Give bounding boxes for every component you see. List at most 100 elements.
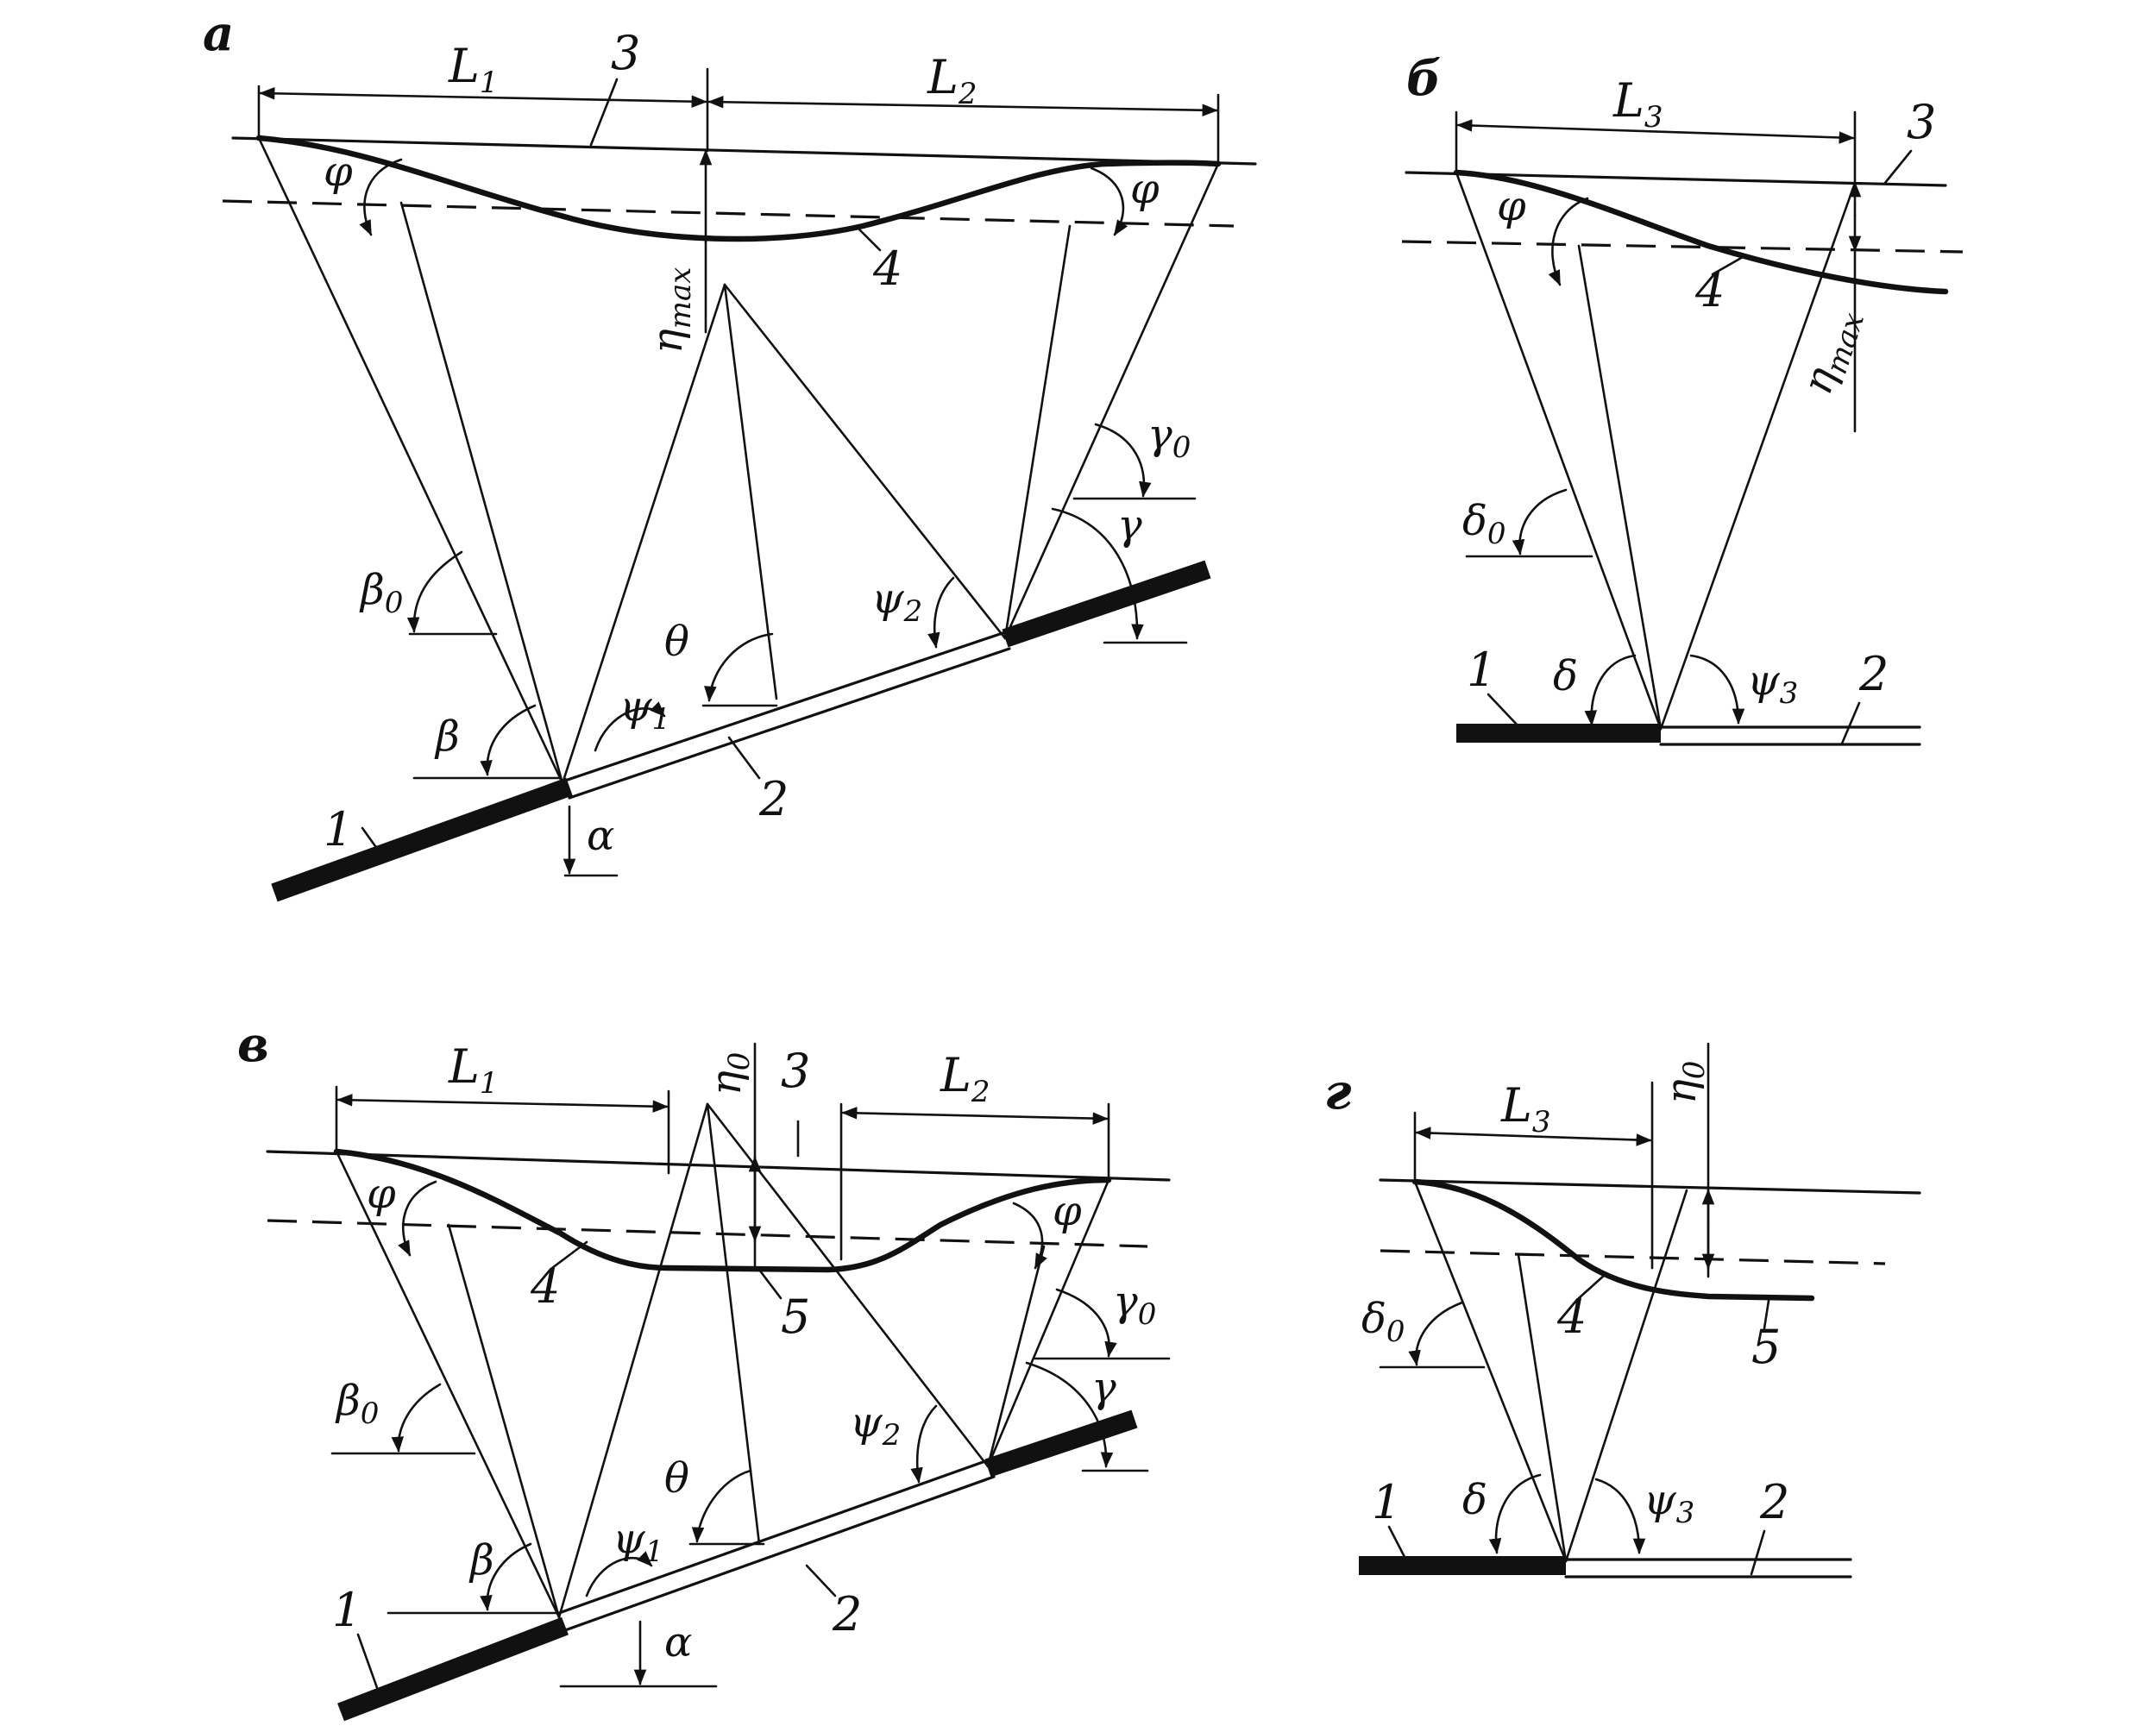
label-3: 3 — [1907, 95, 1936, 149]
label-eta-max: ηmax — [1793, 303, 1871, 402]
label-1: 1 — [1467, 643, 1496, 697]
label-2: 2 — [758, 772, 789, 826]
leader-3 — [589, 78, 619, 147]
ray-beta0 — [257, 136, 564, 785]
ray-delta0 — [1413, 1180, 1568, 1563]
label-beta: β — [468, 1536, 494, 1585]
panel-v-letter: в — [237, 1016, 269, 1073]
ray-beta0 — [335, 1150, 561, 1619]
label-theta: θ — [664, 618, 689, 666]
label-3: 3 — [781, 1044, 810, 1098]
bottom-segment-2-upper — [563, 631, 1007, 782]
arc-delta0 — [1408, 1301, 1464, 1366]
deformed-surface — [333, 1148, 1112, 1273]
label-L2: L2 — [927, 50, 977, 111]
arc-beta — [480, 704, 537, 776]
arc-gamma0 — [1055, 1288, 1117, 1358]
label-phi: φ — [1497, 182, 1526, 230]
ray-theta — [723, 283, 778, 700]
label-eta0: η0 — [702, 1052, 757, 1095]
panel-g: г L3 η0 4 5 1 2 δ0 δ ψ3 — [1324, 1042, 1921, 1579]
leader-1 — [1487, 693, 1520, 728]
arc-beta0 — [406, 550, 463, 633]
ray-psi3 — [1659, 181, 1857, 731]
label-phi-right: φ — [1130, 165, 1160, 213]
arc-gamma — [1051, 507, 1144, 640]
label-psi1: ψ1 — [619, 682, 670, 737]
label-alpha: α — [664, 1618, 692, 1666]
leader-5 — [757, 1268, 783, 1300]
label-delta0: δ0 — [1361, 1295, 1405, 1349]
water-surface — [231, 136, 1257, 166]
ray-delta — [1577, 244, 1663, 731]
phi-arc-right — [1012, 1202, 1047, 1270]
arc-theta — [704, 632, 774, 702]
label-4: 4 — [872, 242, 902, 296]
deformed-surface — [1411, 1178, 1815, 1302]
label-psi3: ψ3 — [1644, 1476, 1694, 1530]
leader-4 — [550, 1240, 588, 1270]
label-3: 3 — [611, 26, 640, 80]
label-L3: L3 — [1612, 73, 1663, 135]
dashed-level — [1380, 1249, 1886, 1265]
panel-g-letter: г — [1324, 1064, 1352, 1120]
leader-1 — [1387, 1525, 1406, 1559]
ray-delta0 — [1455, 171, 1663, 731]
label-1: 1 — [1372, 1475, 1401, 1529]
label-4: 4 — [1556, 1290, 1587, 1344]
ray-psi2 — [723, 283, 1007, 640]
deformed-surface — [255, 135, 1222, 242]
bottom-segment-2-upper — [557, 1459, 990, 1615]
dim-L1 — [336, 1094, 669, 1113]
arc-gamma — [1025, 1361, 1114, 1468]
label-phi-right: φ — [1053, 1187, 1082, 1235]
label-5: 5 — [781, 1290, 810, 1344]
deformed-surface — [1453, 169, 1949, 295]
arc-psi2 — [927, 576, 955, 649]
phi-arc — [1548, 197, 1589, 286]
bottom-segment-2-lower — [563, 1475, 996, 1632]
leader-2 — [727, 736, 761, 780]
panel-b-letter: б — [1406, 50, 1441, 107]
arc-theta — [691, 1469, 752, 1543]
label-4: 4 — [530, 1259, 560, 1314]
arc-delta — [1584, 654, 1637, 726]
arc-gamma0 — [1094, 423, 1152, 498]
ray-gamma — [986, 1245, 1046, 1468]
label-gamma0: γ0 — [1147, 411, 1191, 465]
label-gamma: γ — [1117, 501, 1142, 549]
dashed-level — [1401, 240, 1964, 254]
phi-arc-left — [359, 158, 403, 236]
leader-2 — [1750, 1529, 1766, 1576]
leader-2 — [805, 1564, 837, 1597]
bottom-segment-1-left — [271, 777, 573, 902]
label-1: 1 — [324, 802, 353, 857]
ray-delta — [1517, 1253, 1568, 1563]
dim-L1 — [259, 87, 707, 108]
label-psi3: ψ3 — [1747, 656, 1798, 711]
phi-arc-right — [1090, 166, 1128, 236]
label-L2: L2 — [940, 1048, 990, 1109]
label-beta: β — [434, 712, 460, 761]
label-eta0: η0 — [1657, 1061, 1712, 1104]
ray-beta — [447, 1223, 561, 1619]
ray-psi2 — [706, 1102, 990, 1468]
arc-delta0 — [1512, 488, 1568, 555]
label-psi1: ψ1 — [613, 1515, 663, 1569]
ray-beta — [399, 201, 564, 785]
ray-psi1 — [561, 283, 726, 785]
dim-L3 — [1415, 1127, 1652, 1146]
panel-b: б L3 3 4 ηmax φ 1 2 δ0 δ ψ3 — [1401, 50, 1964, 746]
water-surface — [266, 1150, 1171, 1182]
label-beta0: β0 — [335, 1377, 379, 1431]
label-eta-max: ηmax — [644, 267, 698, 354]
panel-a-letter: а — [203, 5, 234, 62]
leader-4 — [1711, 255, 1744, 276]
dashed-level — [222, 199, 1235, 228]
label-theta: θ — [664, 1454, 689, 1503]
ray-gamma0 — [1003, 162, 1220, 640]
arc-psi1 — [594, 701, 666, 752]
label-2: 2 — [832, 1587, 862, 1641]
label-alpha: α — [587, 812, 614, 860]
